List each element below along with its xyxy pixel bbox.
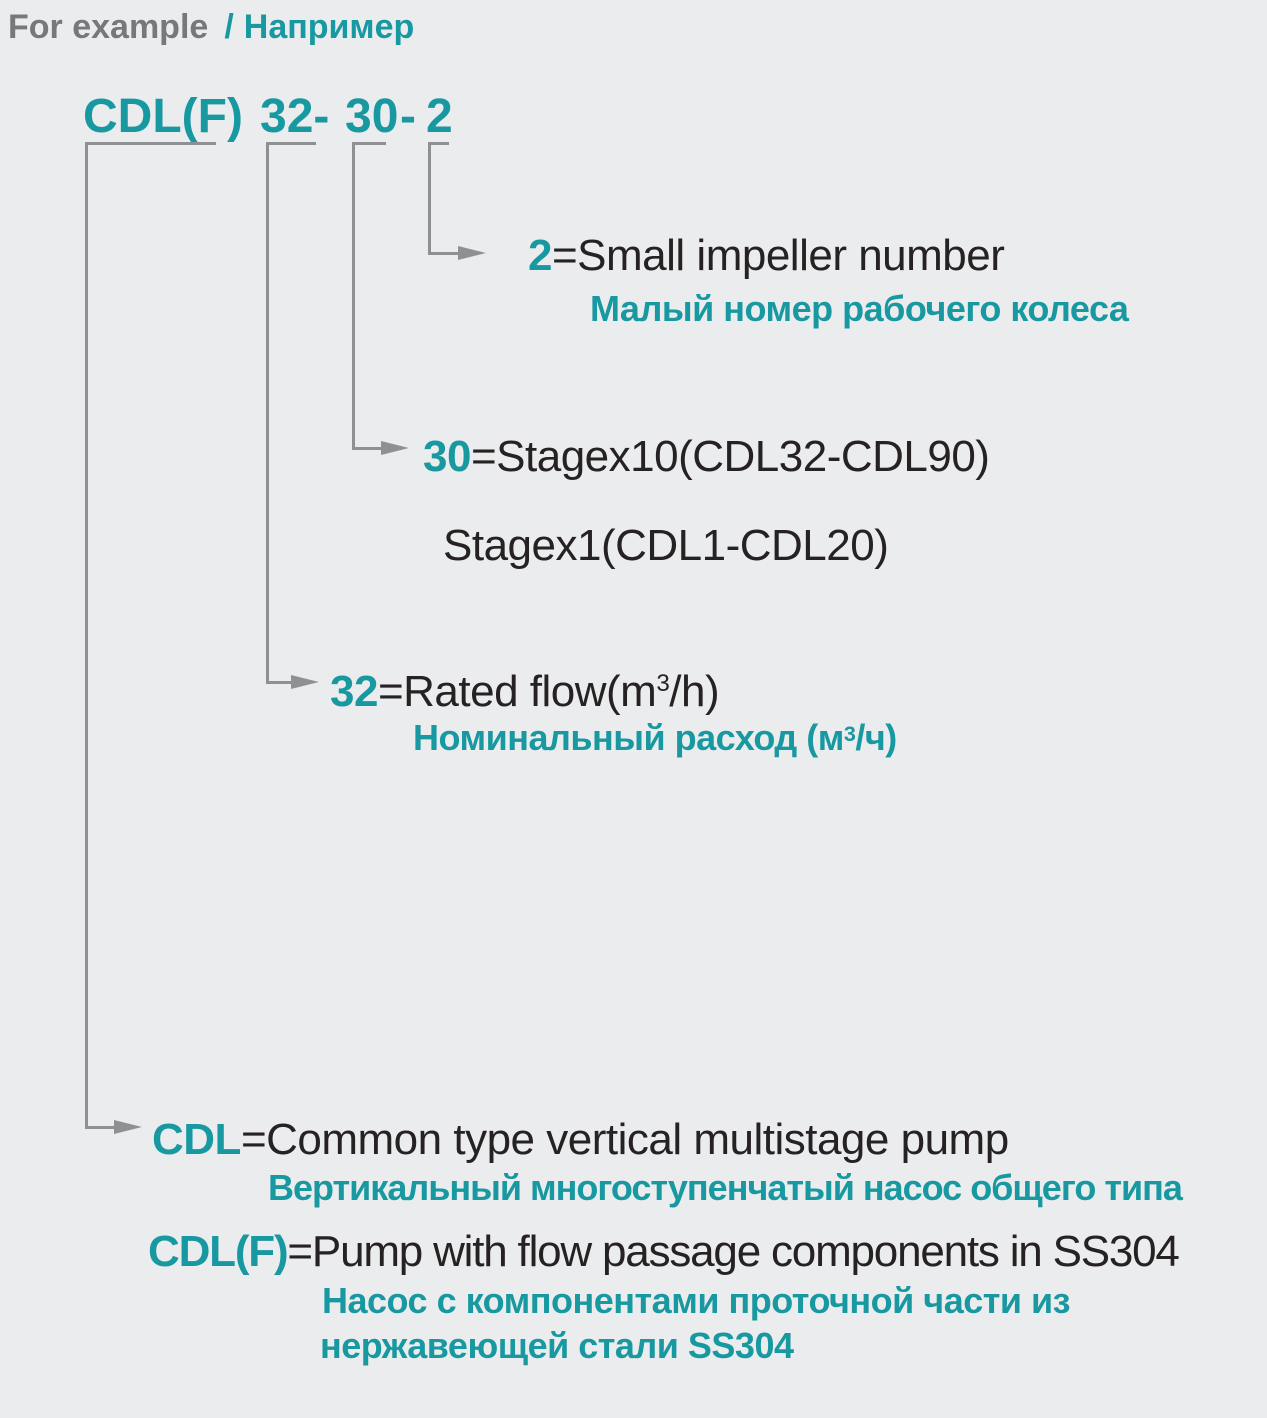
entry-cdlf-line-en: CDL(F)=Pump with flow passage components… [148, 1227, 1180, 1276]
entry-impeller-text-ru: Малый номер рабочего колеса [590, 288, 1129, 329]
model-segment-flow: 32- [260, 90, 330, 143]
entry-flow-ru-post: /ч) [855, 717, 897, 758]
flow-arrow-right-icon [291, 675, 319, 689]
entry-stage-text-alt: Stagex1(CDL1-CDL20) [443, 521, 889, 570]
entry-flow-ru-superscript: 3 [843, 721, 856, 747]
model-segment-series: CDL(F) [83, 90, 243, 143]
model-segment-stage: 30 [345, 90, 399, 143]
connector-impeller-top [428, 142, 449, 145]
entry-cdlf-text-en: =Pump with flow passage components in SS… [287, 1227, 1179, 1276]
entry-flow-text-post: /h) [669, 667, 720, 716]
model-segment-impeller: 2 [426, 90, 453, 143]
entry-flow-ru-pre: Номинальный расход (м [413, 717, 844, 758]
entry-flow-code: 32 [330, 667, 378, 716]
series-arrow-right-icon [114, 1120, 142, 1134]
entry-cdl-code: CDL [152, 1115, 241, 1164]
stage-arrow-right-icon [381, 441, 409, 455]
connector-stage-bottom [352, 447, 382, 450]
entry-impeller-code: 2 [528, 231, 552, 280]
entry-impeller-text-en: =Small impeller number [551, 231, 1005, 280]
connector-series-vertical [85, 142, 88, 1129]
entry-flow-superscript: 3 [656, 670, 670, 698]
connector-flow-bottom [266, 681, 292, 684]
connector-impeller-bottom [428, 252, 459, 255]
entry-cdl-text-ru: Вертикальный многоступенчатый насос обще… [268, 1167, 1183, 1208]
title-separator: / [224, 8, 234, 46]
impeller-arrow-right-icon [458, 246, 486, 260]
entry-impeller-line-en: 2=Small impeller number [528, 231, 1005, 280]
entry-stage-code: 30 [423, 432, 471, 481]
entry-flow-text-ru: Номинальный расход (м3/ч) [413, 720, 897, 756]
connector-stage-top [352, 142, 386, 145]
connector-impeller-vertical [428, 142, 431, 255]
connector-stage-vertical [352, 142, 355, 450]
entry-cdlf-text-ru-2: нержавеющей стали SS304 [320, 1325, 794, 1366]
entry-cdl-text-en: =Common type vertical multistage pump [240, 1115, 1009, 1164]
model-segment-dash: - [400, 90, 416, 143]
connector-series-bottom [85, 1126, 115, 1129]
entry-cdlf-text-ru-1: Насос с компонентами проточной части из [322, 1280, 1071, 1321]
connector-flow-top [266, 142, 316, 145]
title-ru: Например [243, 8, 415, 46]
page-title: For example /Например [8, 10, 414, 44]
entry-flow-text-pre: =Rated flow(m [377, 667, 657, 716]
entry-cdlf-code: CDL(F) [148, 1227, 289, 1276]
entry-flow-line-en: 32=Rated flow(m3/h) [330, 667, 720, 716]
entry-stage-line-en: 30=Stagex10(CDL32-CDL90) [423, 432, 990, 481]
entry-cdl-line-en: CDL=Common type vertical multistage pump [152, 1118, 1009, 1162]
entry-stage-text-en: =Stagex10(CDL32-CDL90) [470, 432, 990, 481]
title-en: For example [8, 8, 209, 46]
connector-flow-vertical [266, 142, 269, 684]
connector-series-top [85, 142, 216, 145]
